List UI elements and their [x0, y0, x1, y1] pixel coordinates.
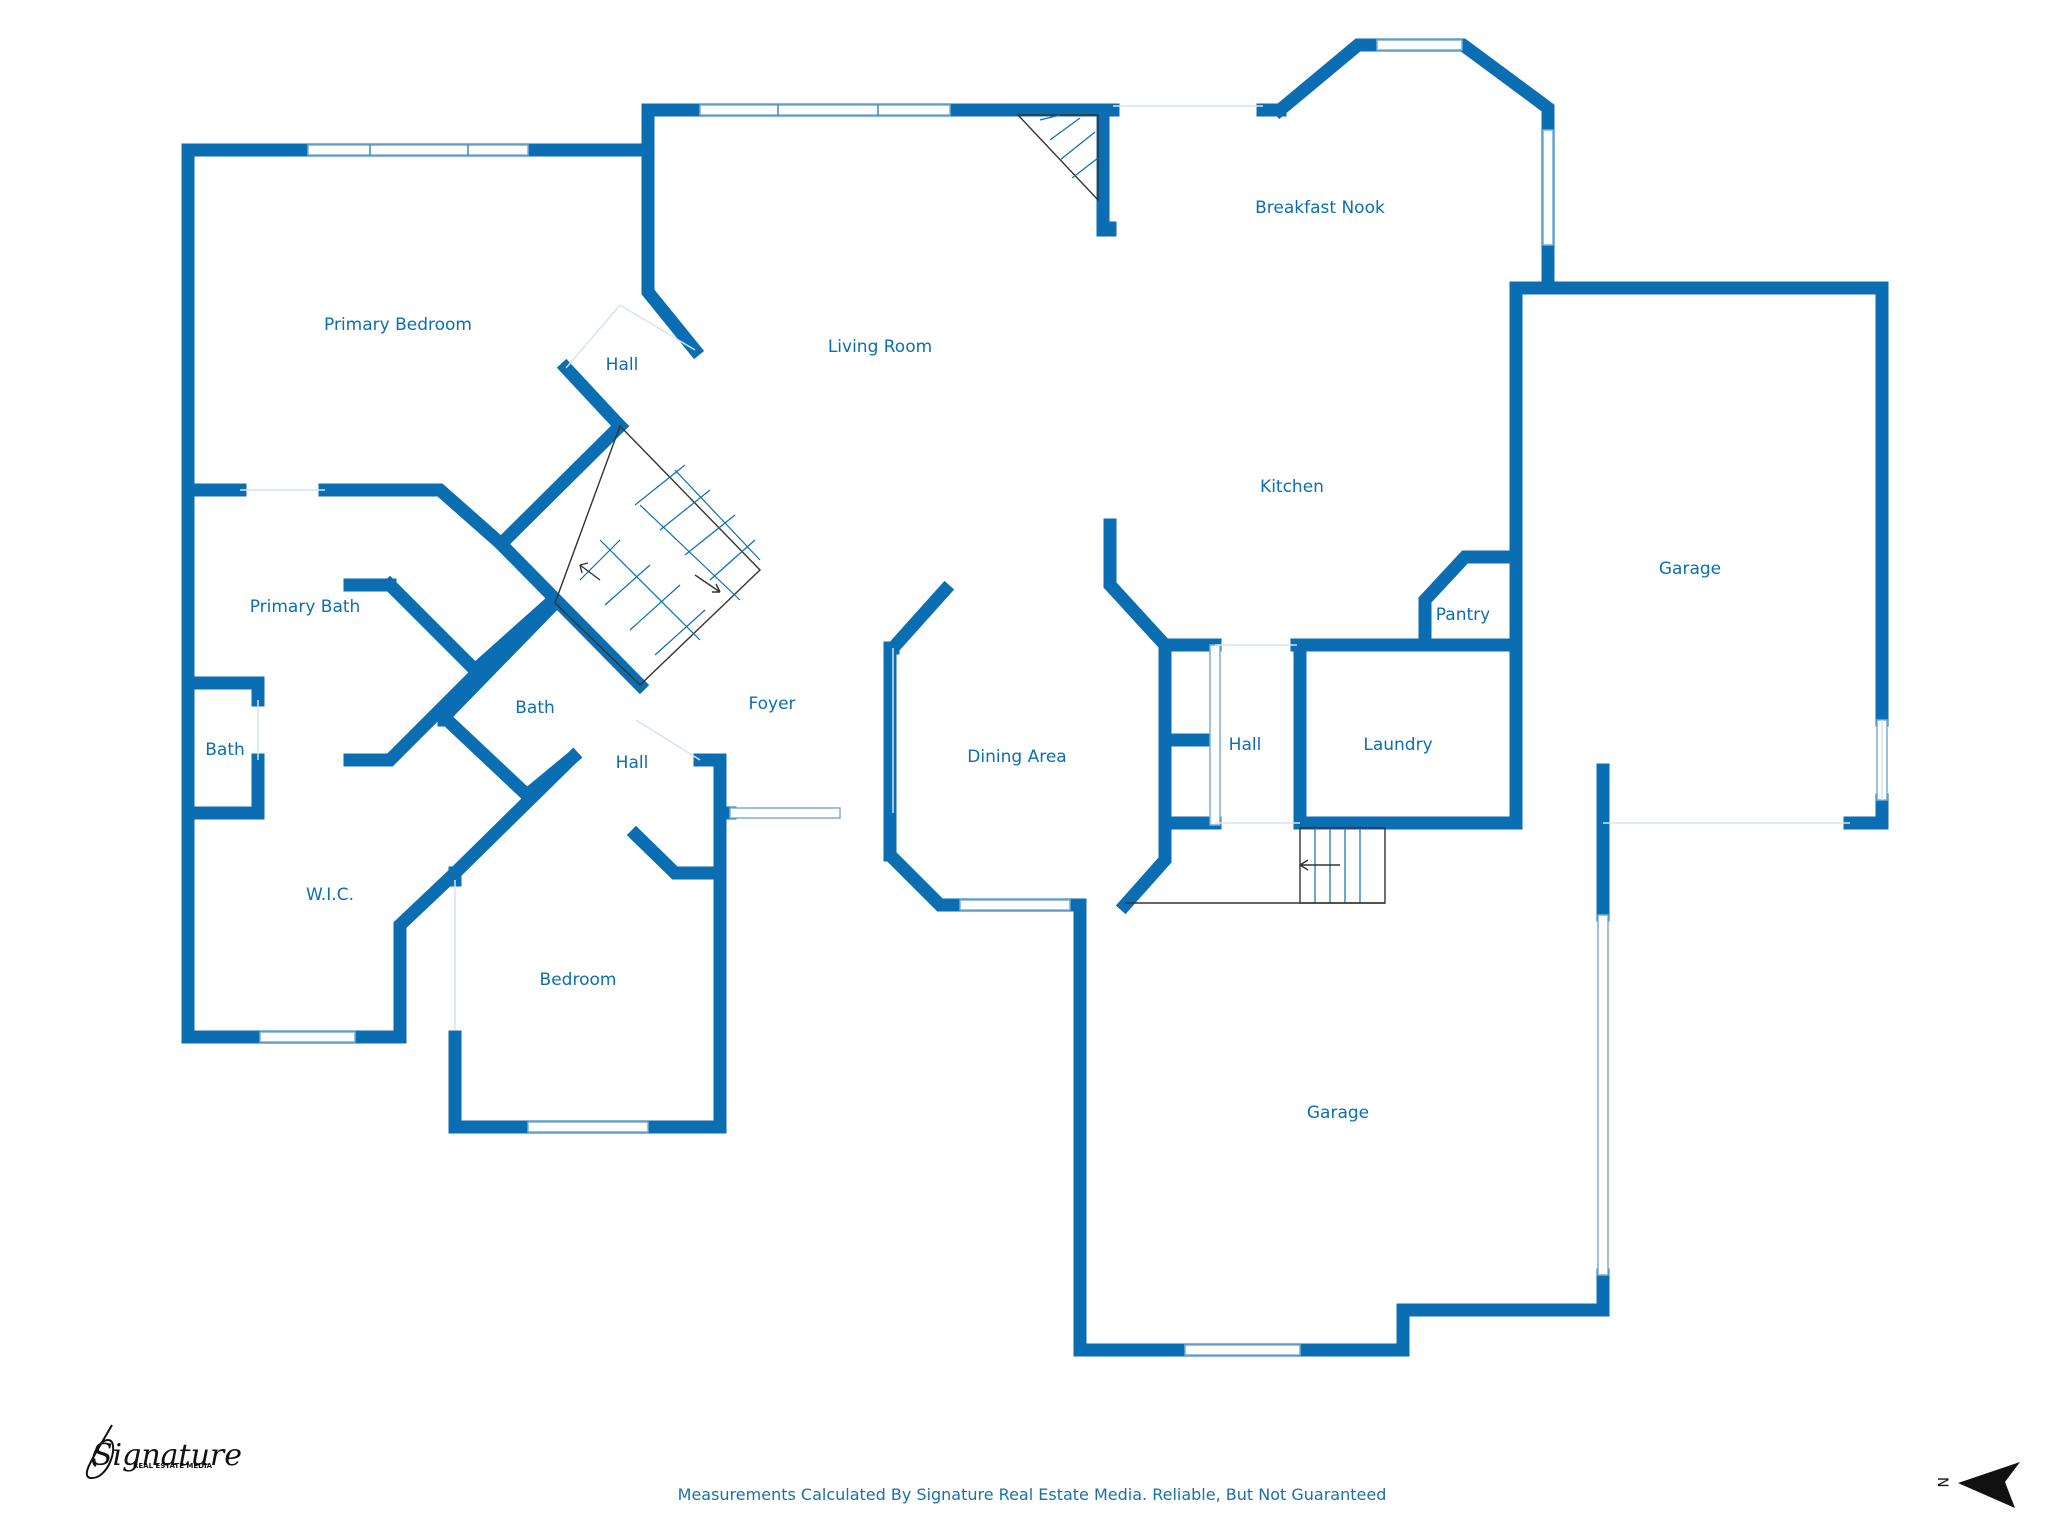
main-staircase [554, 424, 761, 686]
label-breakfast-nook: Breakfast Nook [1255, 198, 1385, 218]
window-dining [959, 899, 1071, 911]
compass-arrow-icon [1958, 1462, 2020, 1508]
label-foyer: Foyer [748, 694, 795, 714]
label-wic: W.I.C. [306, 885, 354, 905]
garage-door-opening [1597, 914, 1609, 1276]
logo-sub-text: REAL ESTATE MEDIA [133, 1462, 213, 1470]
garage-steps [1125, 827, 1386, 904]
label-bedroom: Bedroom [540, 970, 617, 990]
north-compass: N [1934, 1462, 2020, 1508]
label-garage-bottom: Garage [1307, 1103, 1369, 1123]
window-garage-bottom [1184, 1344, 1301, 1356]
label-primary-bath: Primary Bath [250, 597, 361, 617]
label-dining-area: Dining Area [967, 747, 1066, 767]
signature-logo: Signature REAL ESTATE MEDIA [85, 1424, 242, 1480]
window-nook-side [1542, 129, 1554, 246]
label-hall-top: Hall [606, 355, 639, 375]
window-primary-bedroom [307, 144, 529, 156]
window-foyer [729, 807, 841, 819]
label-pantry: Pantry [1436, 605, 1490, 625]
label-bath-center: Bath [515, 698, 555, 718]
hall-opening [1209, 644, 1221, 826]
openings [240, 105, 1883, 1030]
disclaimer-text: Measurements Calculated By Signature Rea… [678, 1485, 1387, 1504]
label-hall-right: Hall [1229, 735, 1262, 755]
label-garage-right: Garage [1659, 559, 1721, 579]
logo-script-text: Signature [92, 1438, 242, 1473]
label-laundry: Laundry [1363, 735, 1432, 755]
label-bath-left: Bath [205, 740, 245, 760]
label-primary-bedroom: Primary Bedroom [324, 315, 472, 335]
label-kitchen: Kitchen [1260, 477, 1324, 497]
walls [181, 38, 1889, 1357]
label-hall-bottom: Hall [616, 753, 649, 773]
window-wic [259, 1031, 356, 1043]
window-living-room [699, 104, 951, 116]
room-labels: Primary Bedroom Hall Living Room Breakfa… [205, 198, 1721, 1123]
window-nook-top [1376, 39, 1463, 51]
window-bedroom [527, 1121, 649, 1133]
label-living-room: Living Room [828, 337, 932, 357]
fireplace [1016, 114, 1099, 202]
compass-letter: N [1934, 1477, 1950, 1487]
